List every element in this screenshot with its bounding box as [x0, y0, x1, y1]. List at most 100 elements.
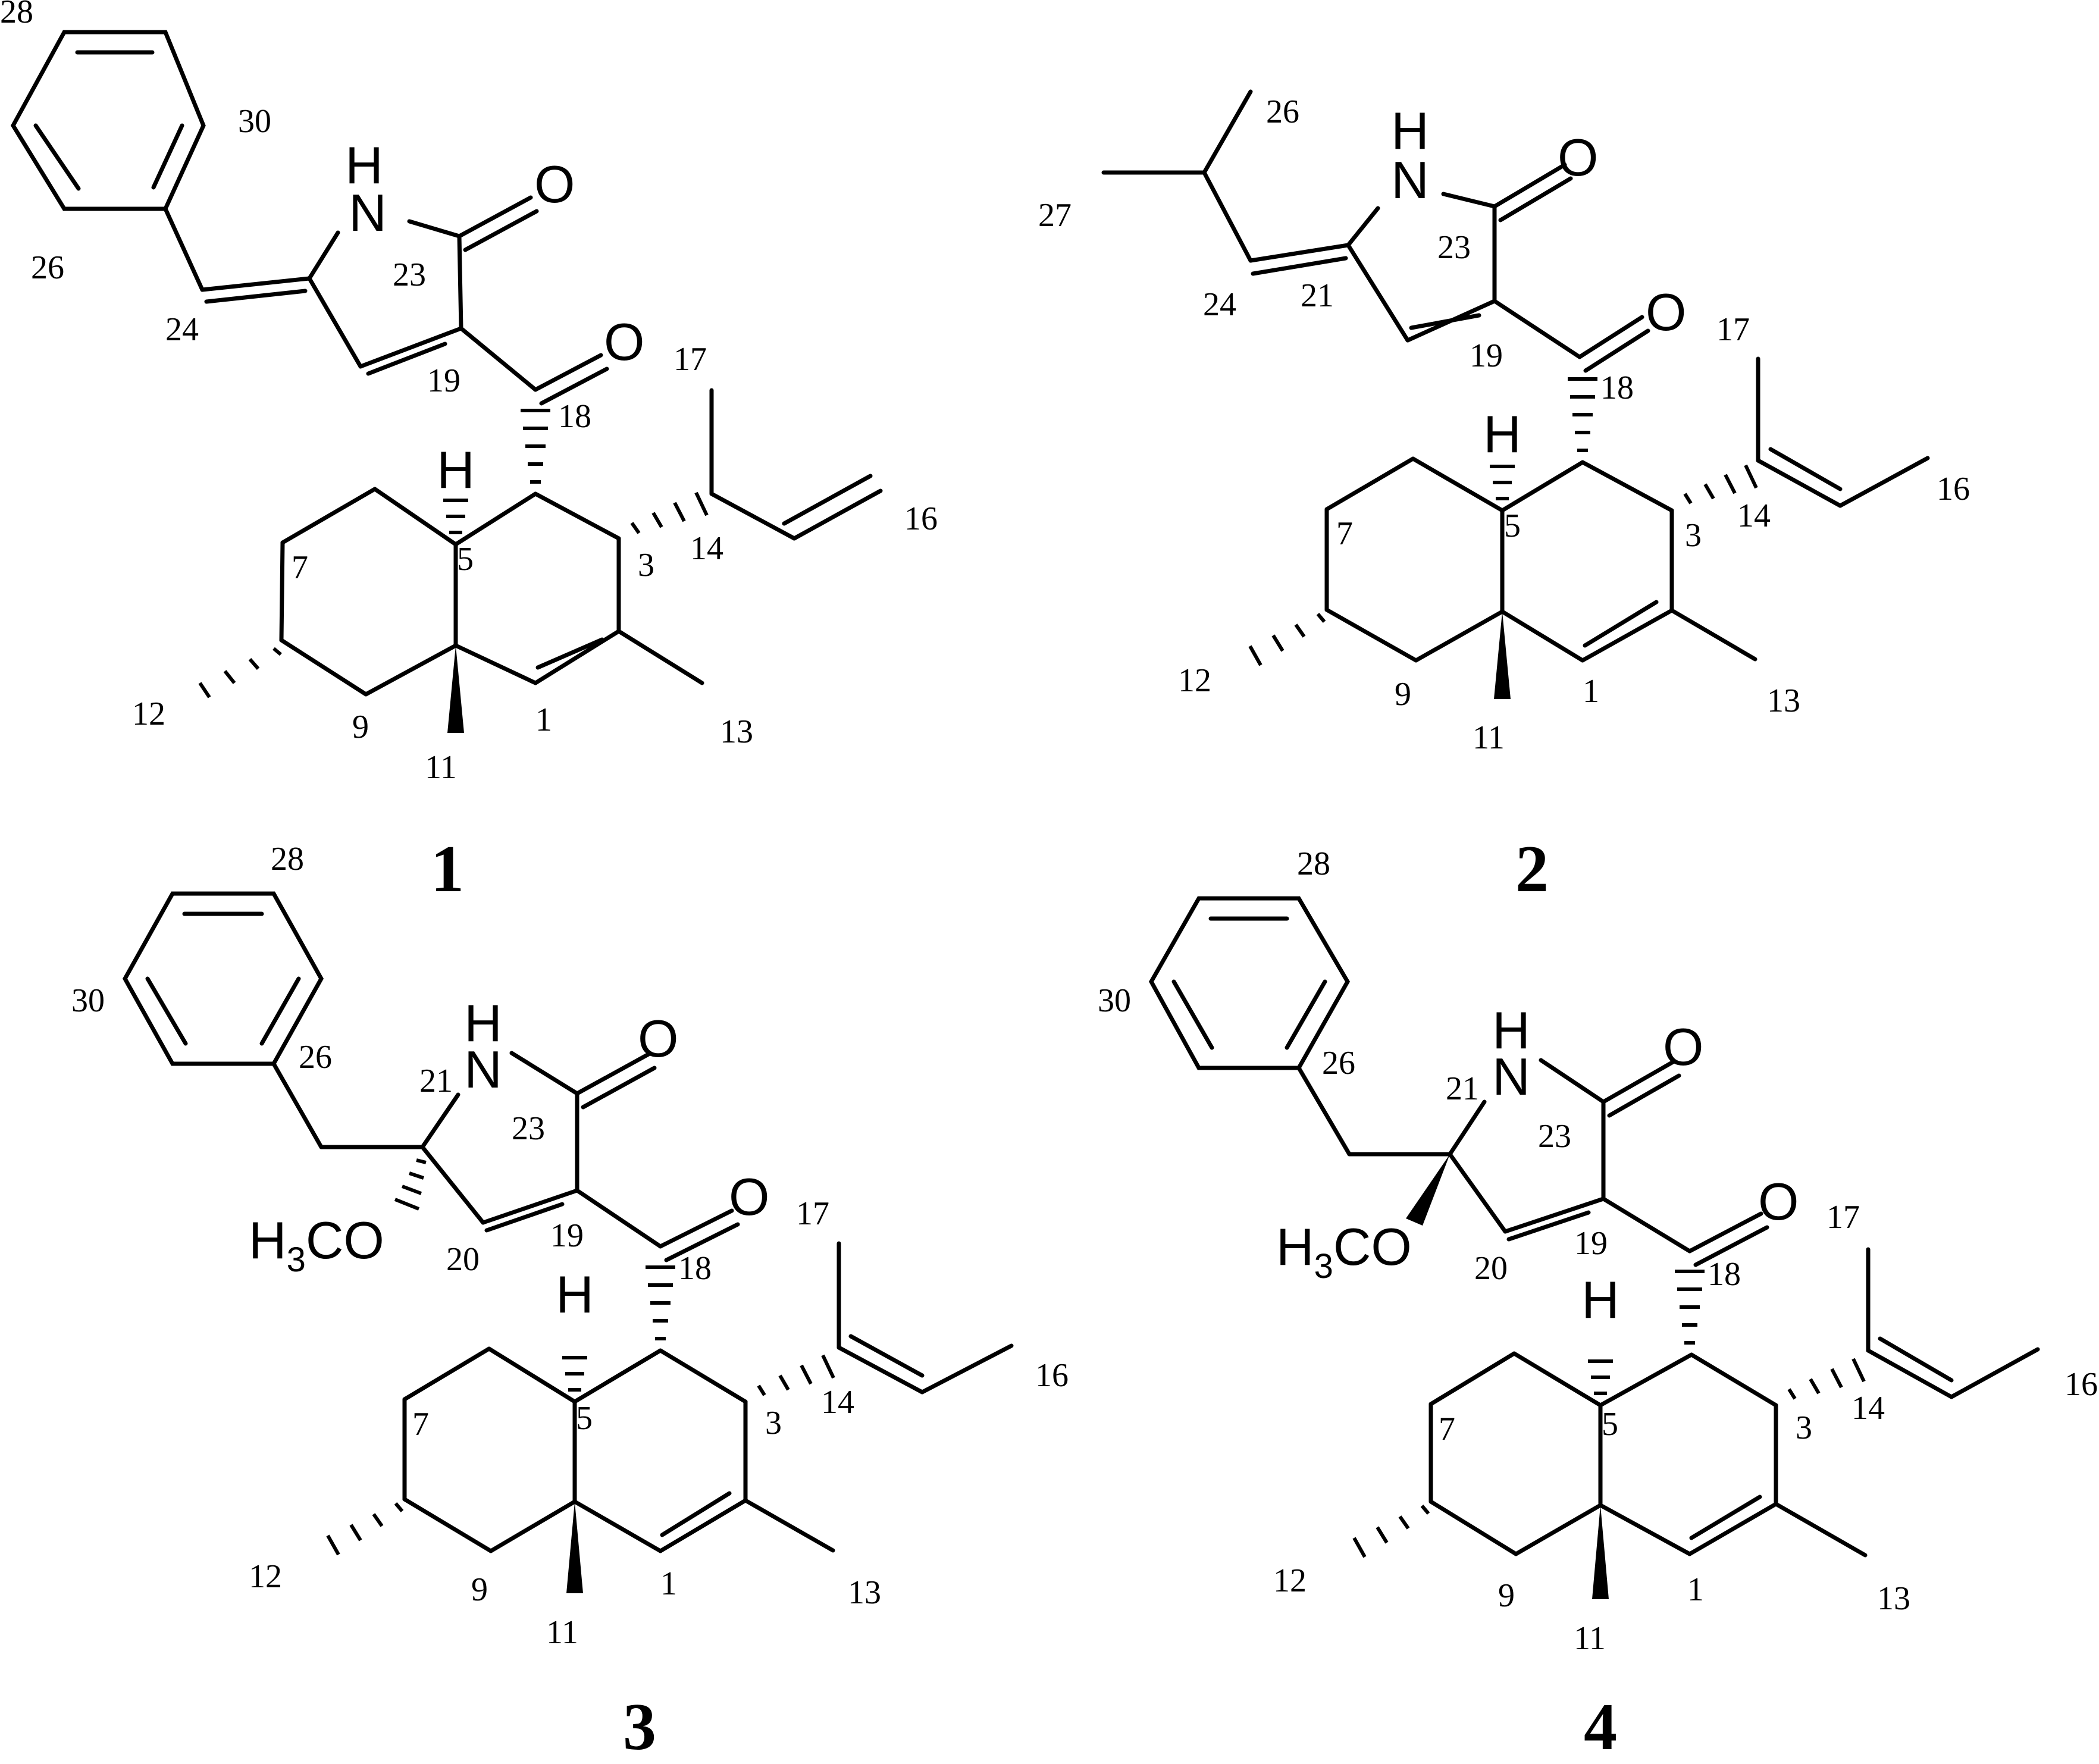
compound-4-methoxy-subscript: 3 — [1314, 1247, 1333, 1286]
compound-3-locant: 14 — [821, 1384, 854, 1421]
compound-4-locant: 9 — [1498, 1577, 1515, 1614]
compound-2-locant: 24 — [1203, 286, 1236, 323]
compound-2-locant: 26 — [1266, 93, 1299, 130]
compound-1-bonds — [10, 30, 883, 697]
compound-1-locant: 18 — [558, 398, 591, 435]
compound-2-number: 2 — [1515, 832, 1549, 906]
compound-1-stereo-bonds — [198, 409, 709, 733]
compound-2-atom-o-lactam: O — [1558, 128, 1598, 187]
compound-3-locant: 20 — [446, 1241, 480, 1278]
compound-2-locant: 23 — [1437, 229, 1471, 266]
compound-2-locant: 18 — [1600, 369, 1634, 406]
compound-2-structure: H N O O H 26 27 24 21 23 19 18 17 16 14 … — [1038, 89, 1970, 906]
compound-4-atom-labels: H N O O H H3CO — [1276, 1001, 1799, 1329]
compound-2-locant: 5 — [1504, 507, 1521, 544]
compound-1-atom-h: H — [345, 136, 383, 195]
compound-2-locant: 7 — [1336, 515, 1353, 552]
compound-1-locant: 17 — [673, 341, 707, 378]
compound-1-locant: 11 — [425, 749, 457, 786]
compound-3-locant: 17 — [796, 1195, 829, 1232]
compound-4-atom-h: H — [1492, 1001, 1530, 1060]
compound-3-locant: 23 — [512, 1110, 545, 1147]
compound-3-locant: 30 — [71, 982, 105, 1019]
compound-2-bonds — [1101, 89, 1930, 663]
compound-2-atom-labels: H N O O H — [1391, 101, 1686, 463]
compound-1-locant: 3 — [638, 547, 654, 584]
compound-1-number: 1 — [431, 832, 464, 906]
compound-2-locant: 19 — [1470, 337, 1503, 374]
compound-3-methoxy-co: CO — [306, 1211, 384, 1270]
compound-3-stereo-bonds — [326, 1158, 835, 1593]
compound-3-locant: 18 — [678, 1250, 712, 1287]
compound-2-locant: 12 — [1178, 662, 1211, 699]
compound-2-stereo-bonds — [1248, 377, 1758, 699]
compound-4-locant: 23 — [1538, 1118, 1571, 1155]
compound-1-locant: 13 — [720, 713, 753, 750]
compound-2-locant: 17 — [1716, 311, 1750, 348]
compound-4-locant: 30 — [1098, 982, 1131, 1019]
compound-3-methoxy-h: H — [249, 1211, 287, 1270]
compound-1-locant: 24 — [165, 311, 199, 348]
compound-4-locants: 28 30 26 21 23 19 20 18 17 16 14 3 5 7 1… — [1098, 845, 2098, 1657]
compound-2-atom-n: N — [1391, 151, 1429, 209]
compound-4-locant: 21 — [1446, 1070, 1479, 1107]
compound-4-locant: 14 — [1851, 1390, 1885, 1427]
compound-2-locant: 14 — [1737, 497, 1771, 534]
compound-3-number: 3 — [623, 1690, 656, 1764]
compound-2-atom-h: H — [1391, 101, 1429, 160]
compound-3-bonds — [122, 891, 1014, 1553]
compound-1-atom-labels: H N O O H — [345, 136, 644, 499]
compound-3-atom-h: H — [464, 994, 502, 1052]
compound-4-locant: 1 — [1687, 1571, 1704, 1608]
compound-2-locants: 26 27 24 21 23 19 18 17 16 14 3 5 7 12 9… — [1038, 93, 1970, 756]
compound-2-locant: 27 — [1038, 197, 1072, 234]
compound-4-locant: 20 — [1474, 1250, 1508, 1287]
compound-3-locant: 9 — [471, 1571, 488, 1608]
compound-3-atom-o-lactam: O — [638, 1009, 678, 1068]
compound-2-locant: 9 — [1395, 676, 1411, 713]
compound-4-locant: 11 — [1574, 1620, 1606, 1657]
compound-4-locant: 28 — [1297, 845, 1330, 882]
compound-1-locant: 30 — [238, 103, 271, 140]
compound-2-atom-h5: H — [1483, 405, 1521, 463]
compound-4-locant: 7 — [1439, 1411, 1455, 1447]
compound-1-locants: 28 30 26 24 23 19 18 17 16 14 3 5 7 12 9… — [0, 0, 938, 786]
compound-4-locant: 18 — [1708, 1256, 1741, 1293]
compound-2-locant: 13 — [1767, 682, 1800, 719]
compound-4-atom-o-lactam: O — [1663, 1017, 1703, 1076]
compound-4-locant: 12 — [1273, 1562, 1307, 1599]
compound-4-methoxy-label: H3CO — [1276, 1217, 1412, 1286]
compound-1-atom-o-lactam: O — [534, 155, 575, 214]
compound-4-locant: 19 — [1574, 1225, 1608, 1262]
compound-4-number: 4 — [1584, 1690, 1617, 1764]
compound-3-locant: 28 — [271, 841, 304, 878]
compound-1-locant: 28 — [0, 0, 33, 30]
compound-1-structure: H N O O H 28 30 26 24 23 19 18 17 16 14 … — [0, 0, 938, 906]
compound-1-locant: 23 — [393, 256, 426, 293]
compound-1-atom-n: N — [349, 183, 387, 242]
compound-3-methoxy-label: H3CO — [249, 1211, 384, 1279]
compound-2-locant: 1 — [1583, 673, 1599, 710]
compound-2-atom-o-ketone: O — [1646, 283, 1686, 341]
compound-1-atom-h5: H — [437, 440, 475, 499]
compound-3-atom-h5: H — [556, 1265, 594, 1324]
compound-2-locant: 21 — [1301, 277, 1334, 314]
compound-3-methoxy-subscript: 3 — [287, 1240, 306, 1279]
compound-1-locant: 26 — [31, 249, 64, 286]
compound-4-methoxy-h: H — [1276, 1217, 1314, 1276]
compound-1-locant: 7 — [292, 549, 308, 586]
compound-4-methoxy-co: CO — [1333, 1217, 1412, 1276]
compound-4-locant: 17 — [1827, 1199, 1860, 1236]
compound-3-locant: 21 — [419, 1063, 453, 1099]
compound-3-atom-o-ketone: O — [729, 1167, 769, 1226]
compound-4-structure: H N O O H H3CO 28 30 26 21 23 19 20 18 1… — [1098, 845, 2098, 1764]
compound-3-locant: 11 — [546, 1614, 578, 1651]
compound-1-locant: 19 — [427, 362, 460, 399]
compound-4-stereo-bonds — [1352, 1154, 1866, 1599]
compound-4-locant: 13 — [1877, 1580, 1910, 1617]
compound-3-locants: 28 30 26 21 23 19 20 18 17 16 14 3 5 7 1… — [71, 841, 1069, 1651]
compound-2-locant: 16 — [1937, 471, 1970, 507]
compound-3-locant: 3 — [765, 1405, 782, 1442]
compound-1-locant: 1 — [535, 701, 552, 738]
